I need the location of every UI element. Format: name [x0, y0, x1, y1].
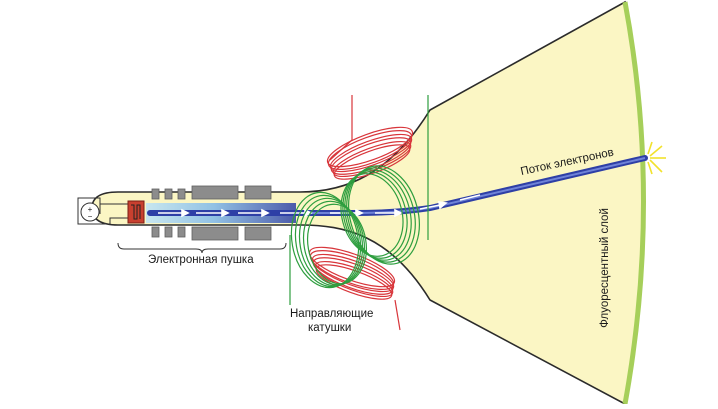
phosphor-layer-label: Флуоресцентный слой: [598, 208, 611, 328]
electron-gun-electrodes: [151, 185, 272, 241]
deflection-coil-green-right: [340, 95, 429, 265]
power-source-icon: [80, 202, 100, 222]
cathode: [127, 200, 145, 224]
spark-icon: [647, 141, 666, 175]
coils-label-line1: Направляющие: [290, 308, 374, 320]
beam-arrows: [158, 194, 481, 218]
deflection-coil-green-left: [289, 191, 367, 305]
phosphor-layer: [622, 1, 646, 405]
gun-bracket: [117, 242, 287, 254]
electron-gun-label: Электронная пушка: [148, 254, 254, 266]
deflection-coil-red-top: [326, 95, 414, 180]
svg-text:+: +: [88, 205, 93, 214]
svg-text:−: −: [88, 212, 93, 221]
power-circuit: + −: [77, 197, 128, 225]
coils-label-line2: катушки: [308, 322, 352, 334]
